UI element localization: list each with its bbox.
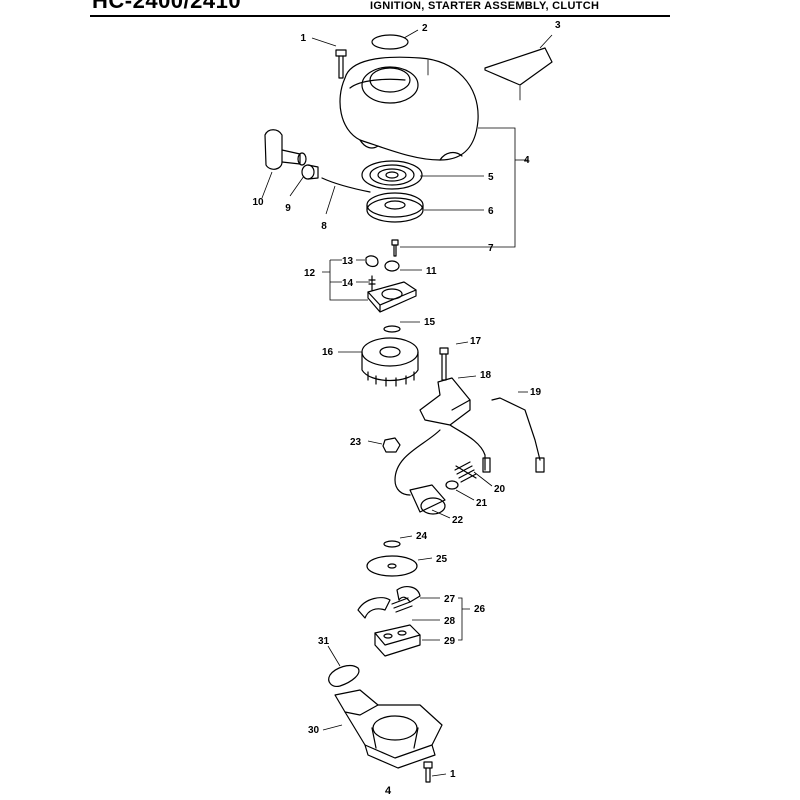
part-5-spring: [361, 160, 423, 190]
callout-25: 25: [436, 554, 448, 565]
starter-housing: [339, 56, 479, 161]
callout-2: 2: [422, 23, 428, 34]
part-2-cap: [371, 34, 409, 50]
callout-14: 14: [342, 278, 354, 289]
part-9-bushing: [301, 164, 319, 180]
part-1-bolt-top: [335, 49, 347, 79]
callout-30: 30: [308, 725, 320, 736]
part-12-ratchet: [367, 281, 417, 313]
part-11-collar: [384, 260, 400, 272]
part-30-clutch-housing: [334, 689, 443, 769]
callout-20: 20: [494, 484, 506, 495]
part-25-plate: [366, 555, 418, 577]
callout-8: 8: [321, 221, 327, 232]
part-27-shoe: [396, 586, 421, 603]
ht-lead: [394, 429, 441, 496]
part-29-hub: [374, 624, 421, 657]
part-22-plug-cap: [409, 484, 446, 515]
part-14-spring: [368, 275, 376, 291]
section-title: IGNITION, STARTER ASSEMBLY, CLUTCH: [370, 0, 600, 12]
part-10-handle: [264, 129, 307, 170]
callout-12: 12: [304, 268, 316, 279]
callout-28: 28: [444, 616, 456, 627]
part-31-band: [328, 664, 360, 687]
callout-6: 6: [488, 206, 494, 217]
part-28-shoes: [357, 597, 413, 619]
callout-17: 17: [470, 336, 482, 347]
part-18-coil: [419, 377, 491, 473]
part-3-label: [484, 47, 553, 86]
callout-13: 13: [342, 256, 354, 267]
callout-10: 10: [252, 197, 264, 208]
callout-19: 19: [530, 387, 542, 398]
page-number: 4: [385, 785, 392, 797]
callout-22: 22: [452, 515, 464, 526]
callout-3: 3: [555, 20, 561, 31]
callout-4: 4: [524, 155, 530, 166]
part-1-bolt-bottom: [423, 761, 433, 783]
callout-21: 21: [476, 498, 488, 509]
callout-24: 24: [416, 531, 428, 542]
header-rule: [90, 15, 670, 17]
callout-16: 16: [322, 347, 334, 358]
callout-1: 1: [300, 33, 306, 44]
part-17-bolt: [439, 347, 449, 381]
callout-1-bottom: 1: [450, 769, 456, 780]
part-13-pawl: [365, 255, 379, 268]
callout-26: 26: [474, 604, 486, 615]
callout-18: 18: [480, 370, 492, 381]
part-7-bolt: [391, 239, 399, 257]
model-title: HC-2400/2410: [92, 0, 242, 13]
callout-29: 29: [444, 636, 456, 647]
part-20-spring: [454, 461, 477, 483]
callout-11: 11: [426, 266, 437, 277]
part-6-pulley: [366, 192, 424, 223]
callout-9: 9: [285, 203, 291, 214]
part-16-flywheel: [361, 337, 419, 387]
callout-27: 27: [444, 594, 456, 605]
part-8-rope: [321, 177, 371, 193]
callout-15: 15: [424, 317, 436, 328]
callout-7: 7: [488, 243, 494, 254]
part-21-cap: [445, 480, 459, 490]
part-23-grommet: [382, 437, 401, 453]
part-24-washer: [383, 540, 401, 548]
part-15-washer: [383, 325, 401, 333]
callout-5: 5: [488, 172, 494, 183]
callout-31: 31: [318, 636, 330, 647]
callout-23: 23: [350, 437, 362, 448]
part-19-wire: [491, 397, 545, 473]
